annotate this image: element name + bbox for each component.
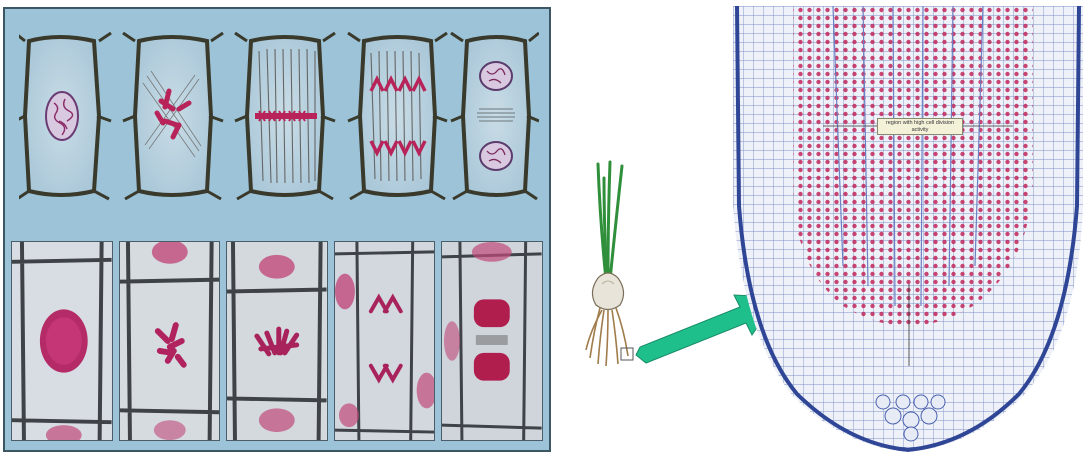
micrograph-2 (119, 241, 221, 441)
micrograph-1 (11, 241, 113, 441)
mitosis-diagram (19, 21, 539, 211)
cell-stage-1 (19, 33, 111, 199)
cell-stage-3 (235, 33, 335, 199)
cell-stage-4 (348, 33, 447, 199)
micrograph-row (11, 241, 543, 441)
cell-stage-5 (451, 33, 539, 199)
micrograph-3 (226, 241, 328, 441)
micrograph-5 (441, 241, 543, 441)
mitosis-stages-panel (3, 7, 551, 452)
division-region-label: region with high cell division activity (877, 118, 963, 135)
root-tip-micrograph (733, 6, 1083, 454)
cell-stage-2 (123, 33, 223, 199)
mitosis-diagram-row (19, 21, 539, 211)
micrograph-4 (334, 241, 436, 441)
